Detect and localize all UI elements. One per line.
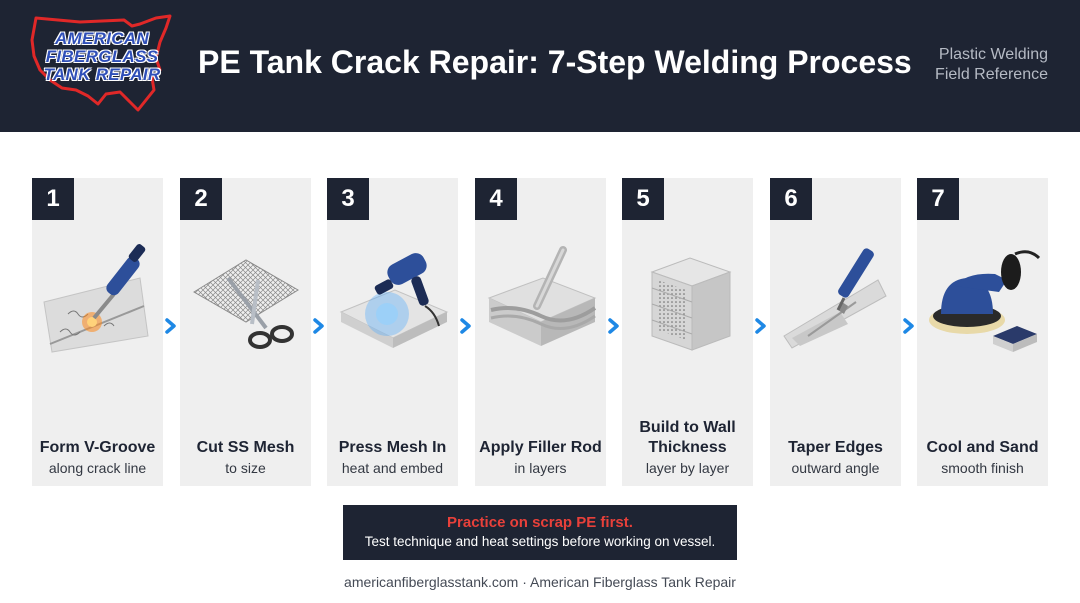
- step-description: heat and embed: [341, 460, 444, 476]
- step-text: Cut SS Mesh to size: [182, 408, 309, 478]
- step-number: 4: [475, 178, 517, 220]
- layered-block-icon: [630, 240, 745, 360]
- footer-credit: americanfiberglasstank.com · American Fi…: [344, 574, 736, 590]
- step-card-3: 3 Press Mesh In heat and embed: [327, 178, 458, 486]
- header-banner: AMERICAN FIBERGLASS TANK REPAIR PE Tank …: [0, 0, 1080, 132]
- chevron-right-icon: [755, 318, 766, 334]
- step-title: Cool and Sand: [926, 439, 1039, 456]
- step-text: Build to Wall Thickness layer by layer: [624, 408, 751, 478]
- filler-rod-icon: [483, 240, 598, 360]
- step-number: 1: [32, 178, 74, 220]
- step-text: Press Mesh In heat and embed: [329, 408, 456, 478]
- step-card-6: 6 Taper Edges outward angle: [770, 178, 901, 486]
- taper-tool-icon: [778, 240, 893, 360]
- step-card-2: 2 Cut SS Mesh to size: [180, 178, 311, 486]
- step-number: 7: [917, 178, 959, 220]
- step-card-1: 1 Form V-Groove along crack line: [32, 178, 163, 486]
- step-title: Cut SS Mesh: [196, 439, 295, 456]
- logo-text: AMERICAN FIBERGLASS TANK REPAIR: [43, 29, 161, 84]
- step-title: Apply Filler Rod: [479, 439, 602, 456]
- step-title: Press Mesh In: [338, 439, 447, 456]
- company-logo: AMERICAN FIBERGLASS TANK REPAIR: [28, 12, 176, 114]
- orbital-sander-icon: [925, 240, 1041, 360]
- step-description: outward angle: [791, 460, 880, 476]
- step-text: Form V-Groove along crack line: [34, 408, 161, 478]
- step-card-4: 4 Apply Filler Rod in layers: [475, 178, 606, 486]
- safety-notice: Practice on scrap PE first. Test techniq…: [343, 505, 737, 560]
- step-description: to size: [225, 460, 266, 476]
- scissors-mesh-icon: [188, 240, 303, 360]
- step-description: along crack line: [48, 460, 147, 476]
- step-text: Apply Filler Rod in layers: [477, 408, 604, 478]
- header-subtitle: Plastic Welding Field Reference: [935, 46, 1048, 83]
- welding-torch-icon: [40, 240, 155, 360]
- step-description: in layers: [514, 460, 567, 476]
- step-card-5: 5 Build to Wall Thickness layer by layer: [622, 178, 753, 486]
- heat-gun-icon: [335, 240, 450, 360]
- step-title: Taper Edges: [788, 439, 883, 456]
- step-number: 6: [770, 178, 812, 220]
- notice-heading: Practice on scrap PE first.: [447, 514, 633, 531]
- step-description: smooth finish: [941, 460, 1024, 476]
- step-title: Build to Wall Thickness: [639, 419, 736, 456]
- step-number: 5: [622, 178, 664, 220]
- chevron-right-icon: [608, 318, 619, 334]
- chevron-right-icon: [460, 318, 471, 334]
- step-number: 3: [327, 178, 369, 220]
- chevron-right-icon: [313, 318, 324, 334]
- chevron-right-icon: [903, 318, 914, 334]
- notice-text: Test technique and heat settings before …: [364, 534, 716, 549]
- step-number: 2: [180, 178, 222, 220]
- chevron-right-icon: [165, 318, 176, 334]
- step-title: Form V-Groove: [39, 439, 156, 456]
- usa-map-outline-icon: [30, 14, 172, 112]
- page-title: PE Tank Crack Repair: 7-Step Welding Pro…: [198, 44, 912, 80]
- step-text: Taper Edges outward angle: [772, 408, 899, 478]
- step-text: Cool and Sand smooth finish: [919, 408, 1046, 478]
- step-card-7: 7 Cool and Sand smooth finish: [917, 178, 1048, 486]
- step-description: layer by layer: [645, 460, 730, 476]
